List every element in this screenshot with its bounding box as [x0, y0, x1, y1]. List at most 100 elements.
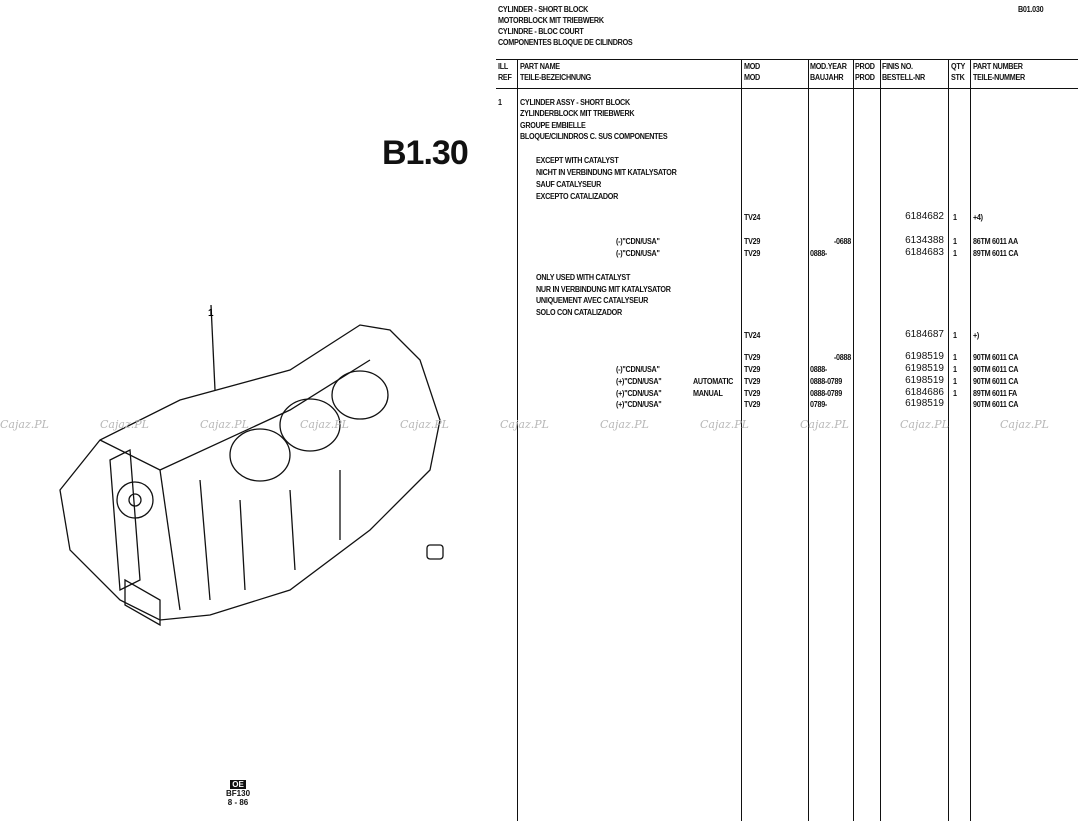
finis-number: 6184687 — [905, 329, 944, 340]
watermark: Cajaz.PL — [1000, 418, 1049, 431]
model-code: TV24 — [744, 213, 761, 222]
col-name-de: TEILE-BEZEICHNUNG — [520, 73, 592, 82]
finis-number: 6184686 — [905, 387, 944, 398]
model-year: -0688 — [833, 237, 851, 246]
quantity: 1 — [953, 365, 957, 374]
quantity: 1 — [953, 213, 957, 222]
finis-number: 6184682 — [905, 211, 944, 222]
part-description: CYLINDER ASSY - SHORT BLOCK — [520, 98, 630, 107]
watermark: Cajaz.PL — [500, 418, 549, 431]
column-divider — [741, 59, 742, 821]
col-qty: QTY — [951, 62, 965, 71]
quantity: 1 — [953, 389, 957, 398]
column-divider — [853, 59, 854, 821]
part-number: 86TM 6011 AA — [973, 237, 1018, 246]
col-part-de: TEILE-NUMMER — [973, 73, 1025, 82]
part-description: GROUPE EMBIELLE — [520, 121, 586, 130]
quantity: 1 — [953, 249, 957, 258]
col-qty-de: STK — [951, 73, 965, 82]
market-variant: (+)"CDN/USA" — [616, 400, 662, 409]
table-top-rule — [496, 59, 1078, 60]
column-divider — [808, 59, 809, 821]
col-finis-de: BESTELL-NR — [882, 73, 925, 82]
part-number: 90TM 6011 CA — [973, 365, 1019, 374]
model-year: -0888 — [833, 353, 851, 362]
model-code: TV29 — [744, 400, 761, 409]
catalog-stamp: OE BF130 8 - 86 — [226, 780, 250, 807]
col-prod: PROD — [855, 62, 875, 71]
col-year: MOD.YEAR — [810, 62, 847, 71]
page-code: B01.030 — [1018, 5, 1044, 14]
part-description: BLOQUE/CILINDROS C. SUS COMPONENTES — [520, 132, 668, 141]
col-part: PART NUMBER — [973, 62, 1023, 71]
finis-number: 6134388 — [905, 235, 944, 246]
finis-number: 6198519 — [905, 351, 944, 362]
watermark: Cajaz.PL — [900, 418, 949, 431]
watermark: Cajaz.PL — [700, 418, 749, 431]
market-variant: (-)"CDN/USA" — [616, 249, 660, 258]
section-label: B1.30 — [382, 134, 469, 172]
market-variant: (+)"CDN/USA" — [616, 389, 662, 398]
transmission: AUTOMATIC — [693, 377, 734, 386]
model-year: 0888- — [810, 365, 828, 374]
model-year: 0888- — [810, 249, 828, 258]
part-number: 90TM 6011 CA — [973, 377, 1019, 386]
col-ill: ILL — [498, 62, 508, 71]
finis-number: 6184683 — [905, 247, 944, 258]
model-year: 0888-0789 — [810, 377, 843, 386]
market-variant: (+)"CDN/USA" — [616, 377, 662, 386]
table-header-rule — [496, 88, 1078, 89]
column-divider — [970, 59, 971, 821]
watermark: Cajaz.PL — [800, 418, 849, 431]
usage-note: EXCEPT WITH CATALYST — [536, 156, 619, 165]
model-code: TV29 — [744, 237, 761, 246]
ill-ref: 1 — [498, 98, 502, 107]
usage-note: EXCEPTO CATALIZADOR — [536, 192, 619, 201]
col-finis: FINIS NO. — [882, 62, 913, 71]
watermark: Cajaz.PL — [0, 418, 49, 431]
usage-note: ONLY USED WITH CATALYST — [536, 273, 631, 282]
part-number: 90TM 6011 CA — [973, 400, 1019, 409]
quantity: 1 — [953, 377, 957, 386]
watermark: Cajaz.PL — [100, 418, 149, 431]
part-number: 90TM 6011 CA — [973, 353, 1019, 362]
stamp-date: 8 - 86 — [227, 798, 249, 807]
finis-number: 6198519 — [905, 363, 944, 374]
engine-block-illustration: 1 — [59, 304, 444, 627]
finis-number: 6198519 — [905, 375, 944, 386]
stamp-code: BF130 — [226, 789, 251, 798]
col-prod-de: PROD — [855, 73, 875, 82]
model-code: TV29 — [744, 389, 761, 398]
part-number: 89TM 6011 CA — [973, 249, 1019, 258]
part-number: +4) — [973, 213, 983, 222]
watermark: Cajaz.PL — [200, 418, 249, 431]
col-ill-de: REF — [498, 73, 512, 82]
title-en: CYLINDER - SHORT BLOCK — [498, 5, 589, 14]
col-mod: MOD — [744, 62, 760, 71]
watermark: Cajaz.PL — [300, 418, 349, 431]
transmission: MANUAL — [693, 389, 723, 398]
model-year: 0888-0789 — [810, 389, 843, 398]
col-name: PART NAME — [520, 62, 560, 71]
column-divider — [948, 59, 949, 821]
stamp-logo: OE — [230, 780, 246, 789]
watermark: Cajaz.PL — [400, 418, 449, 431]
model-code: TV29 — [744, 249, 761, 258]
quantity: 1 — [953, 353, 957, 362]
finis-number: 6198519 — [905, 398, 944, 409]
model-code: TV29 — [744, 377, 761, 386]
usage-note: UNIQUEMENT AVEC CATALYSEUR — [536, 296, 649, 305]
watermark: Cajaz.PL — [600, 418, 649, 431]
part-number: +) — [973, 331, 980, 340]
col-year-de: BAUJAHR — [810, 73, 844, 82]
title-de: MOTORBLOCK MIT TRIEBWERK — [498, 16, 604, 25]
title-es: COMPONENTES BLOQUE DE CILINDROS — [498, 38, 633, 47]
quantity: 1 — [953, 331, 957, 340]
title-fr: CYLINDRE - BLOC COURT — [498, 27, 584, 36]
usage-note: SAUF CATALYSEUR — [536, 180, 602, 189]
usage-note: NICHT IN VERBINDUNG MIT KATALYSATOR — [536, 168, 677, 177]
column-divider — [880, 59, 881, 821]
illustration-callout: 1 — [208, 308, 214, 319]
part-description: ZYLINDERBLOCK MIT TRIEBWERK — [520, 109, 635, 118]
market-variant: (-)"CDN/USA" — [616, 237, 660, 246]
